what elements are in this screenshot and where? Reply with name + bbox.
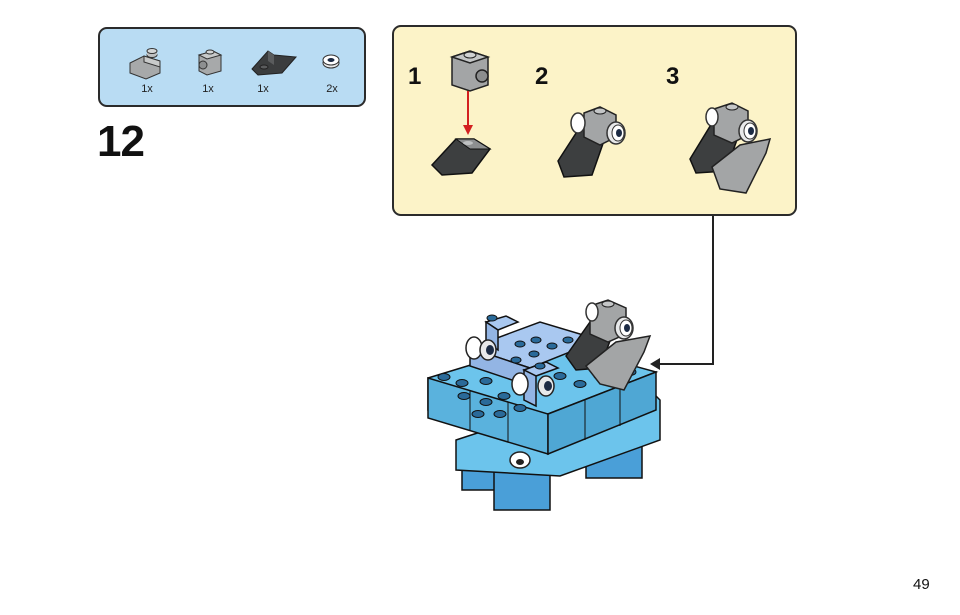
model-beak: [565, 299, 652, 391]
part-qty: 1x: [141, 83, 153, 95]
white-eye-tile-icon: [322, 54, 340, 69]
page-number: 49: [913, 576, 930, 593]
part-qty: 1x: [257, 83, 269, 95]
part-qty: 2x: [326, 83, 338, 95]
part-slope-dark-gray: 1x: [238, 43, 298, 103]
substep-1-illustration: [430, 50, 492, 176]
dark-gray-slope-icon: [251, 50, 298, 76]
part-brick-side-stud: 1x: [183, 43, 233, 103]
part-slope-light-gray: 1x: [122, 43, 172, 103]
substep-label-2: 2: [535, 63, 549, 90]
parts-list-box: 1x 1x 1x 2x: [98, 27, 366, 107]
model-studs: [437, 314, 637, 418]
light-gray-brick-side-stud-icon: [197, 49, 223, 76]
step-number: 12: [97, 117, 145, 166]
substep-2-illustration: [557, 106, 626, 178]
model-eyes: [465, 336, 555, 469]
substep-illustrations: [430, 50, 772, 194]
substep-label-3: 3: [666, 63, 680, 90]
light-gray-slope-icon: [129, 48, 161, 80]
part-qty: 1x: [202, 83, 214, 95]
part-eye-tile: 2x: [307, 43, 357, 103]
substep-label-1: 1: [408, 63, 422, 90]
substep-3-illustration: [689, 102, 772, 194]
sub-assembly-box: 1 2 3: [392, 25, 797, 216]
